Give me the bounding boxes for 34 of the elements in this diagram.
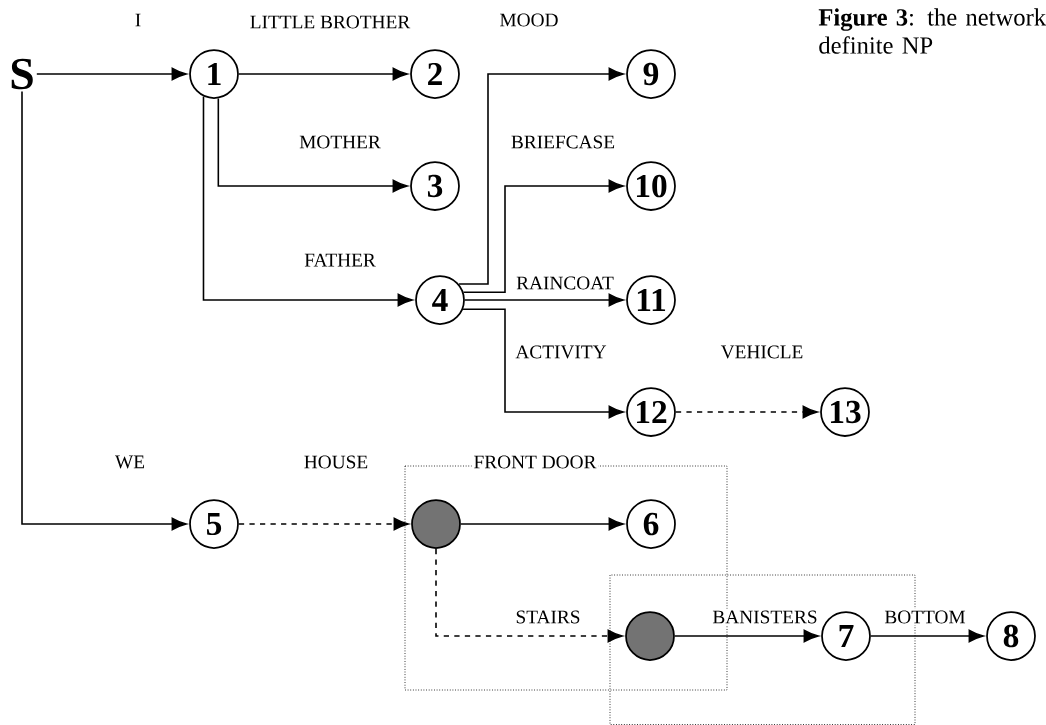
edge-label: MOTHER (297, 133, 383, 151)
arrow (464, 293, 624, 307)
edge-label: BANISTERS (710, 608, 820, 626)
arrow (674, 629, 819, 643)
edge-label: MOOD (497, 11, 561, 29)
edge-label: VEHICLE (718, 343, 806, 361)
arrow (21, 90, 187, 531)
edge-label: BOTTOM (882, 608, 968, 626)
arrow (870, 629, 984, 643)
arrow (675, 405, 818, 419)
arrow (202, 95, 413, 307)
caption: Figure 3: the network definite NP (818, 8, 1046, 54)
edge-label: BRIEFCASE (509, 133, 617, 151)
edge-label: FATHER (302, 251, 378, 269)
edge-label: STAIRS (513, 608, 583, 626)
arrow (217, 97, 408, 193)
edge-label: WE (113, 453, 147, 471)
arrow (462, 308, 624, 419)
edge-label: ACTIVITY (513, 343, 609, 361)
edge-label: HOUSE (302, 453, 370, 471)
arrow (36, 67, 187, 81)
arrow (458, 67, 624, 285)
edge-label: LITTLE BROTHER (248, 13, 412, 31)
arrow (238, 67, 408, 81)
edge-label: RAINCOAT (514, 274, 616, 292)
edge-label: FRONT DOOR (471, 453, 599, 471)
shaded-circle (625, 611, 675, 661)
arrow (460, 517, 624, 531)
arrow (435, 548, 623, 643)
start-label: S (11, 58, 33, 90)
edge-label: I (133, 11, 143, 29)
arrow (462, 179, 624, 294)
arrow (238, 517, 409, 531)
shaded-circle (411, 499, 461, 549)
